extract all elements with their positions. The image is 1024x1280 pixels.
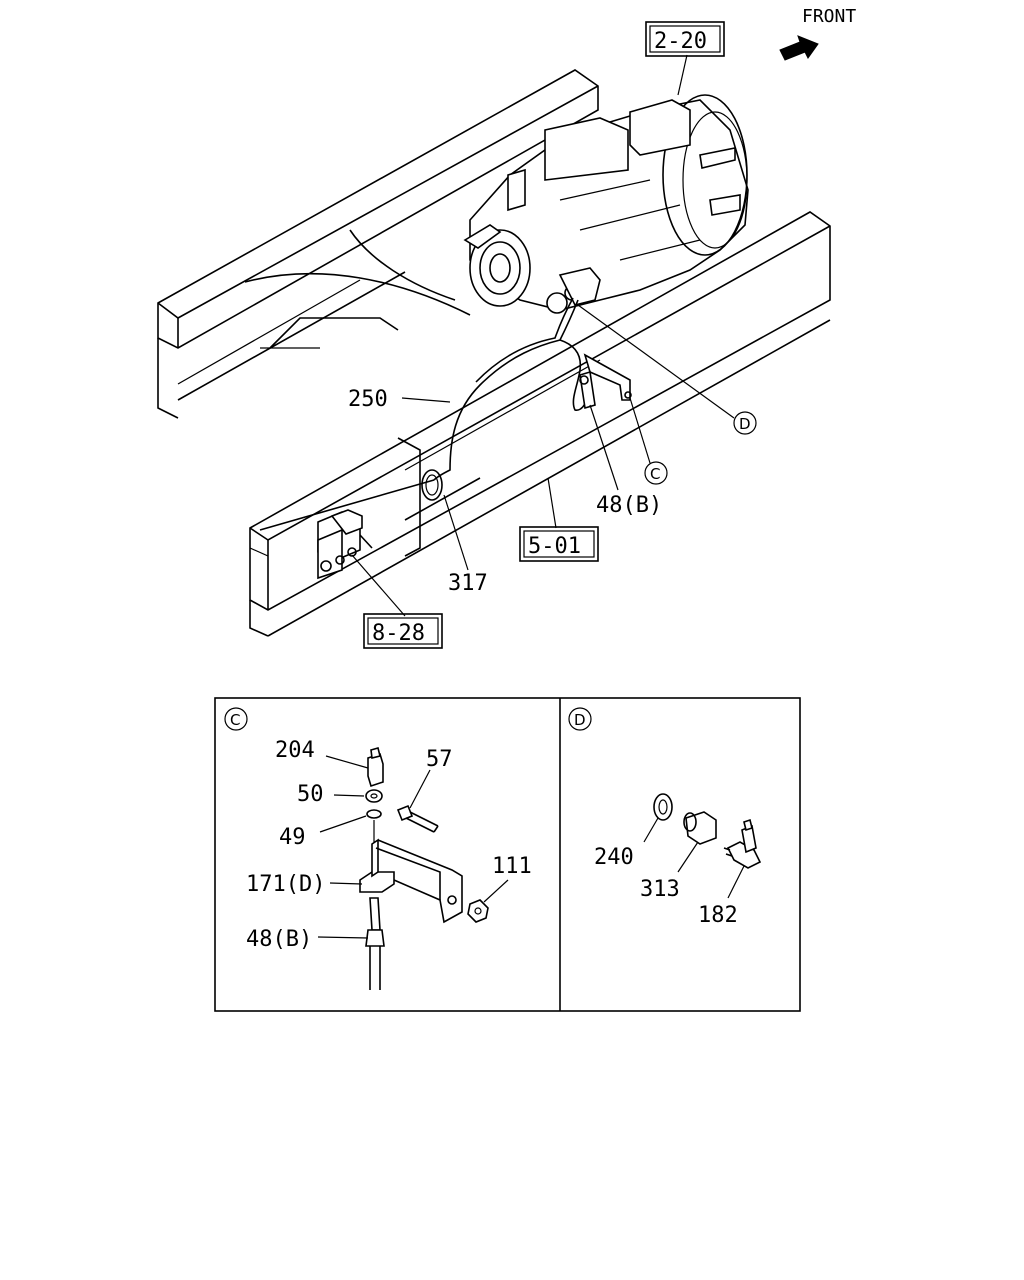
part-48b-label: 48(B)	[596, 493, 662, 518]
panel-d-title: D	[574, 711, 586, 729]
part-171d-label: 171(D)	[246, 872, 325, 897]
part-182-label: 182	[698, 903, 738, 928]
nut-50	[365, 789, 383, 803]
front-indicator: FRONT	[779, 6, 856, 61]
ref-2-20: 2-20	[645, 21, 725, 57]
bracket-171d	[359, 871, 395, 893]
transmission	[463, 94, 749, 314]
panel-c: C 204 50 49	[224, 707, 532, 990]
frame-assembly	[157, 69, 831, 637]
ref-8-28: 8-28	[363, 613, 443, 649]
clip-317	[421, 469, 443, 501]
hose-48b	[369, 897, 381, 931]
front-label: FRONT	[802, 6, 856, 27]
hose-250	[259, 297, 588, 531]
part-50-label: 50	[297, 782, 324, 807]
part-49-label: 49	[279, 825, 306, 850]
bolt-57	[396, 804, 414, 822]
part-250-label: 250	[348, 387, 388, 412]
front-arrow-icon	[779, 35, 819, 61]
nut-111	[467, 899, 489, 923]
ref-5-01-label: 5-01	[528, 534, 581, 559]
detail-c-marker: C	[644, 461, 668, 485]
detail-panels	[214, 697, 801, 1012]
leaders-main	[351, 54, 735, 617]
ref-5-01: 5-01	[519, 526, 599, 562]
detail-panels-frame	[214, 697, 801, 1012]
detail-d-letter: D	[739, 415, 751, 433]
fitting-204	[367, 752, 384, 788]
part-204-label: 204	[275, 738, 315, 763]
part-57-label: 57	[426, 747, 453, 772]
part-111-label: 111	[492, 854, 532, 879]
adapter-313	[685, 811, 717, 845]
ref-8-28-label: 8-28	[372, 621, 425, 646]
washer-240	[653, 793, 673, 821]
washer-49	[366, 809, 382, 819]
part-240-label: 240	[594, 845, 634, 870]
part-313-label: 313	[640, 877, 680, 902]
ref-2-20-label: 2-20	[654, 29, 707, 54]
detail-c-letter: C	[650, 465, 660, 483]
valve-assembly	[317, 509, 373, 580]
panel-c-title: C	[230, 711, 240, 729]
bracket-c	[579, 353, 632, 410]
part-317-label: 317	[448, 571, 488, 596]
elbow-182	[726, 841, 762, 869]
panel-d: D 240 313 182	[568, 707, 762, 928]
part-48b-detail-label: 48(B)	[246, 927, 312, 952]
detail-d-marker: D	[733, 411, 757, 435]
